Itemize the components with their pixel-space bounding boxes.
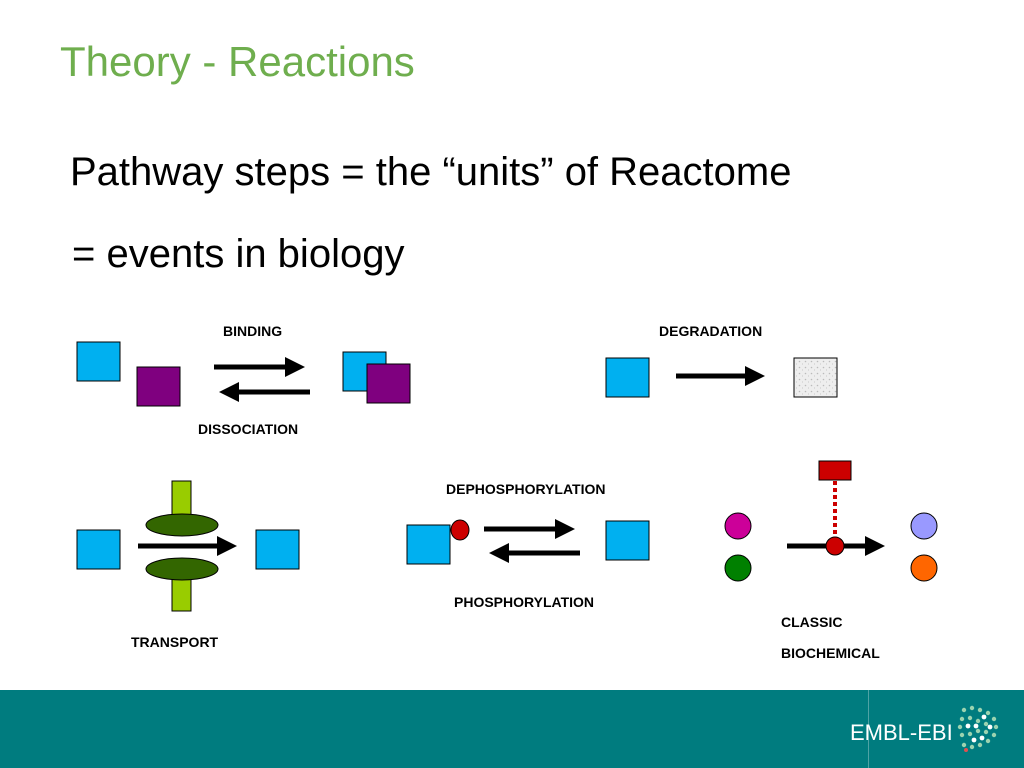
subtitle-line-1: Pathway steps = the “units” of Reactome bbox=[70, 150, 792, 194]
embl-ebi-dna-logo-icon bbox=[957, 705, 999, 752]
membrane-top bbox=[145, 513, 219, 537]
reactions-diagram bbox=[76, 341, 938, 612]
input-green-circle bbox=[724, 554, 752, 582]
footer-divider bbox=[868, 690, 869, 768]
catalyst-square bbox=[818, 460, 852, 481]
degradation-reaction bbox=[605, 357, 838, 398]
purple-entity-square-bound bbox=[366, 363, 411, 404]
label-classic: CLASSIC bbox=[781, 614, 843, 630]
footer-brand: EMBL-EBI bbox=[850, 720, 953, 745]
blue-entity-square bbox=[76, 341, 121, 382]
blue-entity-square bbox=[76, 529, 121, 570]
label-degradation: DEGRADATION bbox=[659, 323, 763, 339]
degraded-entity-square bbox=[793, 357, 838, 398]
reaction-node bbox=[825, 536, 845, 556]
subtitle-line-2: = events in biology bbox=[72, 232, 405, 276]
classic-biochemical-reaction bbox=[724, 460, 938, 582]
slide-title: Theory - Reactions bbox=[60, 38, 415, 85]
blue-entity-square-transported bbox=[255, 529, 300, 570]
phosphorylation-reaction bbox=[406, 519, 650, 565]
blue-entity-square bbox=[406, 524, 451, 565]
membrane-bottom bbox=[145, 557, 219, 581]
output-lavender-circle bbox=[910, 512, 938, 540]
label-transport: TRANSPORT bbox=[131, 634, 219, 650]
blue-entity-square bbox=[605, 357, 650, 398]
output-orange-circle bbox=[910, 554, 938, 582]
membrane-channel-top bbox=[171, 480, 192, 516]
membrane-channel-bottom bbox=[171, 577, 192, 612]
label-phosphorylation: PHOSPHORYLATION bbox=[454, 594, 595, 610]
label-dephosphorylation: DEPHOSPHORYLATION bbox=[446, 481, 606, 497]
binding-reaction bbox=[76, 341, 411, 407]
phosphate-group bbox=[450, 519, 470, 541]
purple-entity-square bbox=[136, 366, 181, 407]
transport-reaction bbox=[76, 480, 300, 612]
label-binding: BINDING bbox=[223, 323, 283, 339]
footer-bar bbox=[0, 690, 1024, 768]
blue-entity-square-product bbox=[605, 520, 650, 561]
input-magenta-circle bbox=[724, 512, 752, 540]
label-biochemical: BIOCHEMICAL bbox=[781, 645, 880, 661]
label-dissociation: DISSOCIATION bbox=[198, 421, 299, 437]
